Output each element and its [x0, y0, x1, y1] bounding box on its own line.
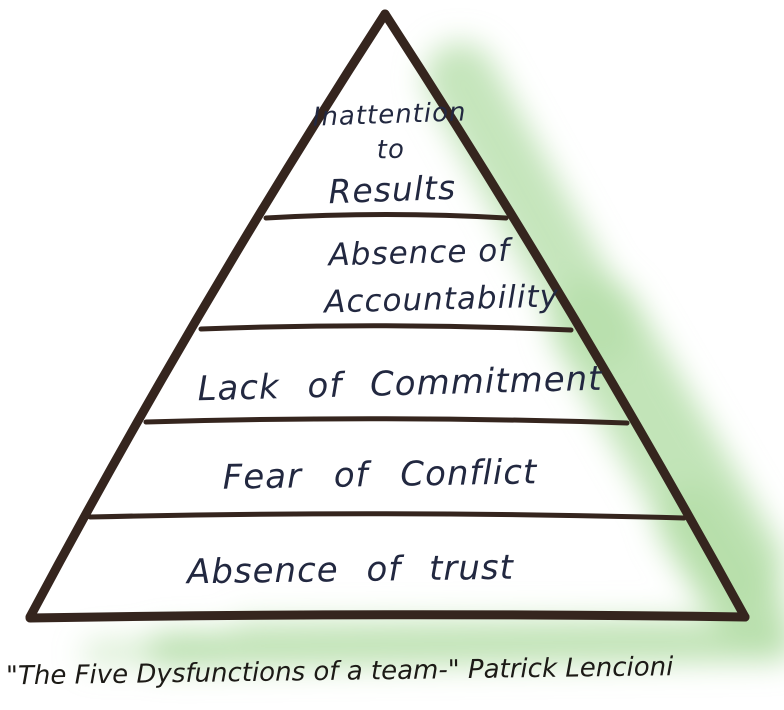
pyramid-level-absence-of-accountability: Absence of Accountability	[227, 225, 613, 329]
pyramid-outline	[25, 9, 750, 623]
pyramid-level-absence-of-trust: Absence of trust	[78, 546, 624, 594]
level-divider	[263, 212, 509, 221]
level-text-line: Results	[327, 167, 457, 212]
level-text-line: Accountability	[323, 278, 560, 321]
level-divider	[87, 511, 687, 521]
level-divider	[198, 323, 574, 333]
level-text-line: Absence of trust	[186, 547, 515, 593]
level-dividers	[87, 212, 687, 521]
level-divider	[143, 416, 630, 426]
pyramid-level-inattention-to-results: Inattention to Results	[276, 94, 506, 216]
